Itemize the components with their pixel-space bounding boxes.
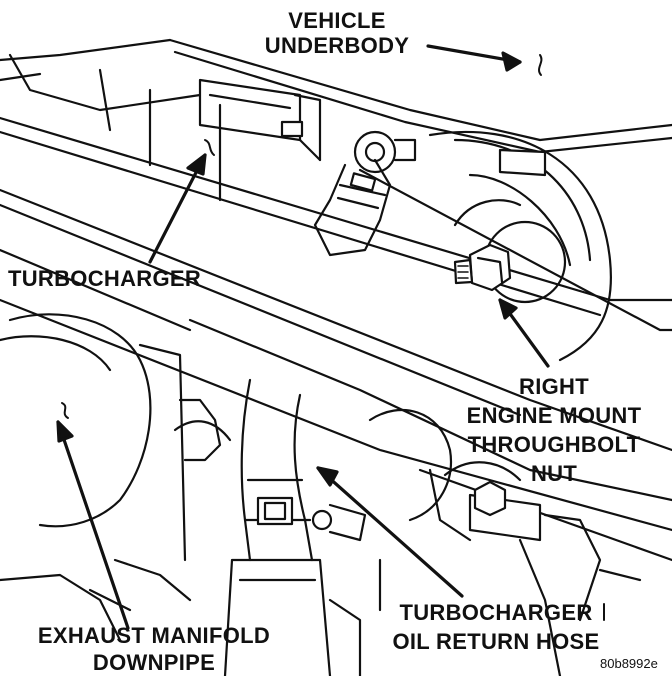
turbocharger-text: TURBOCHARGER	[8, 266, 202, 291]
mount-bracket	[198, 78, 322, 162]
mount-bolt	[353, 130, 417, 174]
upper-hose	[313, 158, 392, 257]
oil-return-line2: OIL RETURN HOSE	[392, 629, 600, 654]
oil-return-hose-label: TURBOCHARGER OIL RETURN HOSE	[365, 598, 627, 656]
engine-mount-line1: RIGHT	[519, 374, 589, 399]
oil-return-line1: TURBOCHARGER	[399, 600, 593, 625]
engine-mount-line3: THROUGHBOLT	[467, 432, 641, 457]
vehicle-underbody-panel	[0, 38, 672, 154]
turbocharger-housing	[428, 130, 612, 362]
vehicle-underbody-line2: UNDERBODY	[264, 33, 410, 58]
engine-mount-line2: ENGINE MOUNT	[466, 403, 642, 428]
exhaust-downpipe-label: EXHAUST MANIFOLD DOWNPIPE	[4, 622, 304, 676]
vehicle-underbody-label: VEHICLE UNDERBODY	[248, 8, 426, 58]
reference-squiggles	[61, 54, 605, 621]
figure-id: 80b8992e	[600, 657, 658, 671]
figure-id-text: 80b8992e	[600, 656, 658, 671]
downpipe-line1: EXHAUST MANIFOLD	[37, 623, 271, 648]
turbocharger-label: TURBOCHARGER	[8, 266, 201, 291]
vehicle-underbody-line1: VEHICLE	[288, 8, 386, 33]
throughbolt-nut	[453, 243, 512, 292]
lower-bolts	[473, 480, 642, 678]
center-housing-lines	[98, 68, 382, 678]
leader-lines	[56, 44, 550, 630]
oil-return-hose	[223, 378, 367, 678]
downpipe-line2: DOWNPIPE	[92, 650, 216, 675]
engine-mount-line4: NUT	[530, 461, 578, 486]
right-engine-mount-label: RIGHT ENGINE MOUNT THROUGHBOLT NUT	[440, 372, 668, 488]
